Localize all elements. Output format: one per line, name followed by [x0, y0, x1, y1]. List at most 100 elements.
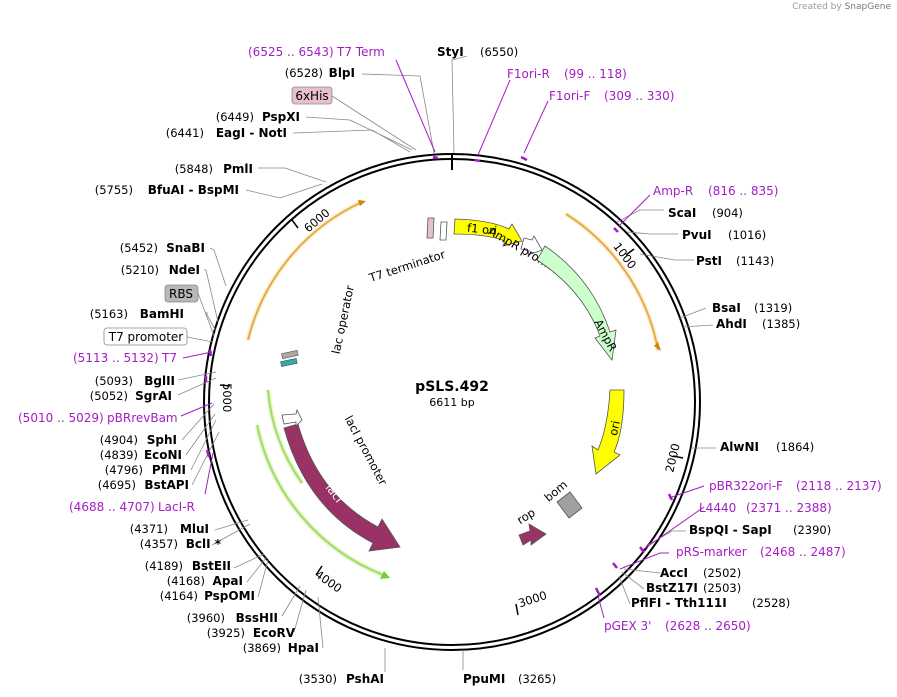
primer-range-f1ori-f: (309 .. 330): [604, 89, 674, 103]
site-name-pspomi: PspOMI: [204, 589, 255, 603]
site-leaders-left: [177, 73, 435, 672]
credit-brand: SnapGene: [844, 2, 891, 12]
site-name-bglii: BglII: [144, 374, 175, 388]
f1-ori-arrow: [453, 218, 523, 247]
primer-range-l4440: (2371 .. 2388): [746, 501, 832, 515]
site-pos-bcli: (4357): [140, 537, 178, 551]
primer-range-amp-r: (816 .. 835): [708, 184, 778, 198]
site-pos-snabi: (5452): [120, 241, 158, 255]
site-pos-bfuai-bspmi: (5755): [95, 183, 133, 197]
primer-name-laci-r: LacI-R: [158, 500, 195, 514]
primer-range-pbrrevbam: (5010 .. 5029): [18, 411, 104, 425]
site-pos-sgrai: (5052): [90, 389, 128, 403]
site-pos-bsai: (1319): [754, 301, 792, 315]
site-name-econi: EcoNI: [144, 448, 182, 462]
site-pos-psti: (1143): [736, 254, 774, 268]
site-labels-right: StyI (6550) ScaI (904) PvuI (1016) PstI …: [437, 45, 831, 686]
tick-label-3000: 3000: [516, 588, 548, 610]
site-pos-alwni: (1864): [776, 440, 814, 454]
site-name-psti: PstI: [696, 254, 722, 268]
site-name-mlui: MluI: [180, 522, 209, 536]
orf-track-ampr: [565, 213, 659, 351]
site-pos-bsteii: (4189): [145, 559, 183, 573]
primer-name-t7: T7: [161, 351, 177, 365]
site-pos-pvui: (1016): [728, 228, 766, 242]
primer-range-t7: (5113 .. 5132): [73, 351, 159, 365]
site-name-pshai: PshAI: [346, 672, 384, 686]
primer-name-amp-r: Amp-R: [653, 184, 693, 198]
plasmid-size: 6611 bp: [429, 396, 474, 409]
site-name-ppumi: PpuMI: [463, 672, 505, 686]
site-name-bspqi-sapi: BspQI - SapI: [689, 523, 772, 537]
site-name-bsteii: BstEII: [192, 559, 231, 573]
laci-promoter-mark: [281, 408, 303, 427]
site-labels-left: (6528) BlpI (6449) PspXI (6441) EagI - N…: [90, 66, 384, 686]
feature-box-6xhis-label: 6xHis: [295, 89, 328, 103]
feature-box-t7-promoter: [103, 327, 188, 346]
lac-operator-mark: [281, 350, 299, 359]
site-name-bsai: BsaI: [712, 301, 741, 315]
primer-name-pbrrevbam: pBRrevBam: [107, 411, 178, 425]
site-name-pvui: PvuI: [682, 228, 712, 242]
feature-box-t7-promoter-label: T7 promoter: [108, 330, 184, 344]
primer-leaders: [180, 59, 705, 619]
primer-range-laci-r: (4688 .. 4707): [69, 500, 155, 514]
site-name-pspxi: PspXI: [262, 110, 300, 124]
site-name-snabi: SnaBI: [166, 241, 205, 255]
feature-box-rbs: [164, 284, 199, 303]
site-pos-blpi: (6528): [285, 66, 323, 80]
site-pos-acci: (2502): [703, 566, 741, 580]
site-name-bstapi: BstAPI: [144, 478, 189, 492]
site-name-hpai: HpaI: [288, 641, 319, 655]
site-name-apai: ApaI: [213, 574, 243, 588]
t7-terminator-label: T7 terminator: [366, 247, 447, 285]
site-pos-sphi: (4904): [100, 433, 138, 447]
primer-name-f1ori-r: F1ori-R: [507, 67, 550, 81]
boxed-features: 6xHis RBS T7 promoter: [103, 86, 417, 346]
primer-name-pbr322ori-f: pBR322ori-F: [709, 479, 783, 493]
primer-name-l4440: L4440: [699, 501, 736, 515]
site-pos-pspomi: (4164): [160, 589, 198, 603]
site-pos-pflfi-tth111i: (2528): [752, 596, 790, 610]
site-name-alwni: AlwNI: [720, 440, 759, 454]
primer-name-prs-marker: pRS-marker: [676, 545, 747, 559]
site-pos-pshai: (3530): [299, 672, 337, 686]
primer-range-pgex3: (2628 .. 2650): [665, 619, 751, 633]
site-name-pflfi-tth111i: PflFI - Tth111I: [631, 596, 727, 610]
laci-promoter-label: lacI promoter: [342, 413, 391, 488]
site-name-ecorv: EcoRV: [253, 626, 296, 640]
primer-range-pbr322ori-f: (2118 .. 2137): [796, 479, 882, 493]
site-name-eagi-noti: EagI - NotI: [216, 126, 287, 140]
site-name-ahdi: AhdI: [716, 317, 747, 331]
site-pos-ahdi: (1385): [762, 317, 800, 331]
ori-arrow: [591, 389, 625, 475]
lac-operator-label: lac operator: [329, 284, 357, 355]
tick-label-2000: 2000: [662, 442, 682, 474]
site-name-acci: AccI: [660, 566, 688, 580]
site-pos-scai: (904): [712, 206, 743, 220]
site-pos-pmli: (5848): [175, 162, 213, 176]
tick-label-4000: 4000: [313, 567, 345, 595]
laci-arrow: [283, 423, 401, 552]
site-name-sgrai: SgrAI: [135, 389, 172, 403]
site-name-styi: StyI: [437, 45, 464, 59]
site-name-bamhi: BamHI: [140, 307, 184, 321]
primer-name-t7-term: T7 Term: [336, 45, 385, 59]
site-name-bfuai-bspmi: BfuAI - BspMI: [148, 183, 239, 197]
site-name-pmli: PmlI: [223, 162, 253, 176]
site-pos-ndei: (5210): [121, 263, 159, 277]
site-pos-mlui: (4371): [130, 522, 168, 536]
site-pos-ecorv: (3925): [207, 626, 245, 640]
primer-range-f1ori-r: (99 .. 118): [564, 67, 627, 81]
site-name-ndei: NdeI: [169, 263, 200, 277]
feature-box-rbs-label: RBS: [169, 287, 193, 301]
site-name-pflmi: PflMI: [152, 463, 186, 477]
orf-track-left: [247, 201, 363, 341]
ori-label: ori: [606, 419, 623, 437]
site-pos-bamhi: (5163): [90, 307, 128, 321]
site-pos-eagi-noti: (6441): [166, 126, 204, 140]
primer-markers: [204, 155, 674, 597]
site-pos-bspqi-sapi: (2390): [793, 523, 831, 537]
site-pos-ppumi: (3265): [518, 672, 556, 686]
